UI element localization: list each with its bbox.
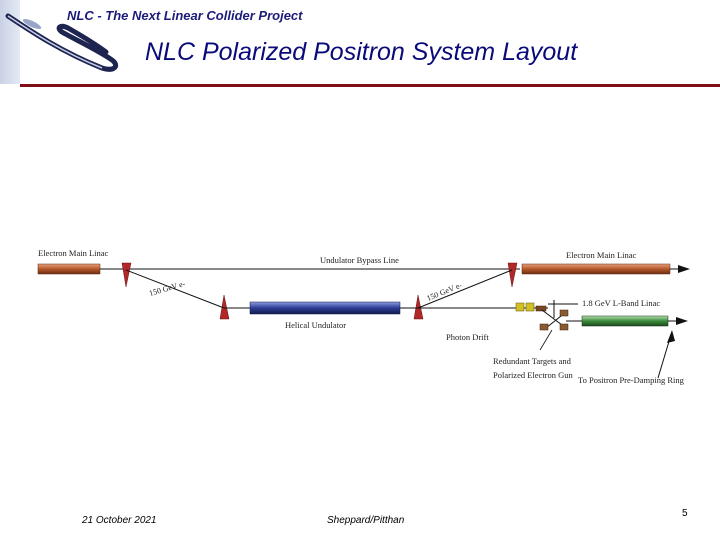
page-title: NLC Polarized Positron System Layout — [145, 38, 578, 66]
electron-main-linac-left — [37, 263, 101, 275]
footer-date: 21 October 2021 — [82, 515, 157, 526]
page-number: 5 — [682, 508, 688, 519]
target-station-1 — [515, 302, 525, 312]
target-station-2 — [525, 302, 535, 312]
gun-box-top — [559, 309, 569, 317]
bend-magnet-4 — [507, 262, 518, 288]
label-undulator-bypass-line: Undulator Bypass Line — [320, 255, 399, 265]
gun-box-right — [559, 323, 569, 331]
arrow-head-icon — [667, 330, 675, 343]
title-divider — [20, 84, 720, 87]
electron-main-linac-right — [521, 263, 671, 275]
label-150-gev-left: 150 GeV e- — [148, 279, 187, 298]
lband-linac — [581, 315, 669, 327]
nlc-logo — [5, 13, 119, 72]
helical-undulator — [249, 301, 401, 315]
bend-magnet-1 — [121, 262, 132, 288]
project-header: NLC - The Next Linear Collider Project — [67, 8, 303, 23]
label-polarized-gun: Polarized Electron Gun — [493, 370, 574, 380]
label-helical-undulator: Helical Undulator — [285, 320, 346, 330]
label-electron-main-linac-left: Electron Main Linac — [38, 248, 109, 258]
arrow-head-icon — [678, 265, 690, 273]
damping-ring-transfer — [657, 337, 671, 379]
chicane-up-line — [417, 269, 513, 309]
label-electron-main-linac-right: Electron Main Linac — [566, 250, 637, 260]
arrow-head-icon — [676, 317, 688, 325]
label-redundant-targets: Redundant Targets and — [493, 356, 572, 366]
label-lband-linac: 1.8 GeV L-Band Linac — [582, 298, 660, 308]
targets-pointer — [539, 329, 553, 351]
chicane-down-line — [125, 269, 225, 309]
label-damping-ring: To Positron Pre-Damping Ring — [578, 375, 685, 385]
footer-authors: Sheppard/Pitthan — [327, 515, 405, 526]
target-station-3 — [535, 305, 547, 312]
gun-box-left — [539, 323, 549, 331]
label-photon-drift: Photon Drift — [446, 332, 489, 342]
